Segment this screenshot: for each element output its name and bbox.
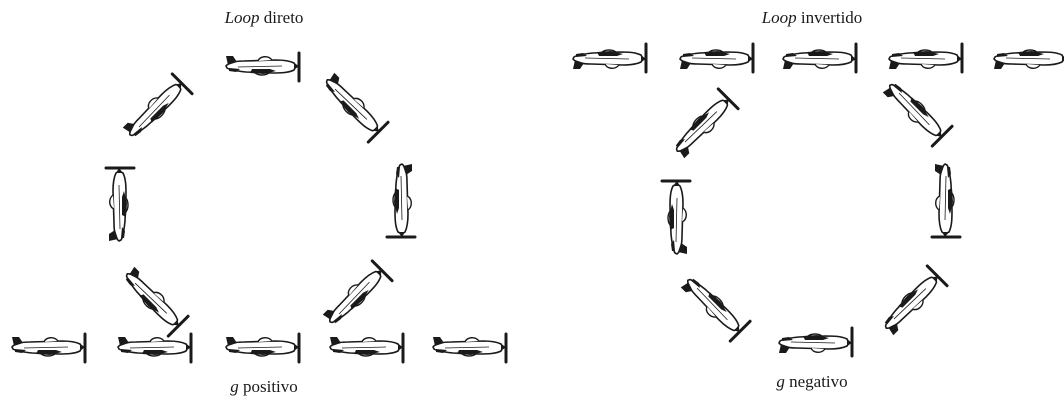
airplane-icon	[226, 334, 299, 362]
airplane-icon	[321, 261, 392, 332]
airplane-icon	[876, 266, 947, 337]
airplane-icon	[118, 334, 191, 362]
airplane-icon	[12, 334, 85, 362]
airplane-icon	[106, 168, 134, 241]
airplane-icon	[573, 44, 646, 72]
airplane-icon	[226, 53, 299, 81]
airplane-icon	[317, 71, 388, 142]
airplane-icon	[679, 270, 750, 341]
airplane-icon	[680, 44, 753, 72]
airplane-icon	[387, 164, 415, 237]
airplane-icon	[779, 328, 852, 356]
airplane-icon	[932, 164, 960, 237]
airplane-icon	[330, 334, 403, 362]
airplane-icon	[433, 334, 506, 362]
airplane-icon	[783, 44, 856, 72]
airplane-icon	[121, 74, 192, 145]
airplane-icon	[117, 265, 188, 336]
airplane-icon	[662, 181, 690, 254]
airplane-icon	[667, 89, 738, 160]
airplane-icon	[889, 44, 962, 72]
airplane-icon	[881, 75, 952, 146]
airplane-icon	[994, 44, 1064, 72]
